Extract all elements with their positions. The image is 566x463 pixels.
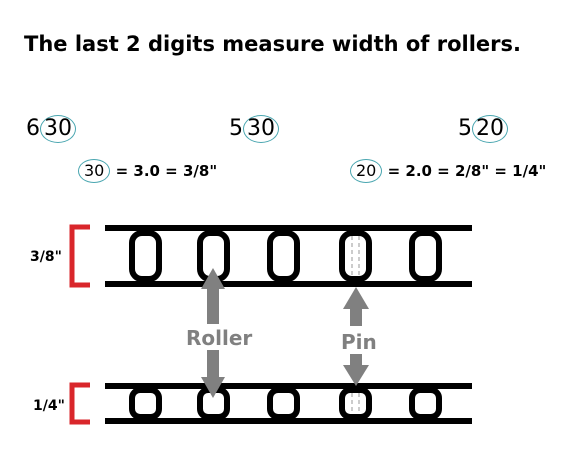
- width-label-top: 3/8": [30, 249, 62, 265]
- circled-digits: 30: [40, 115, 76, 143]
- code-prefix: 6: [26, 116, 40, 141]
- code-prefix: 5: [458, 116, 472, 141]
- pin-label: Pin: [339, 330, 379, 354]
- roller-label: Roller: [184, 326, 255, 350]
- circled-digits: 20: [472, 115, 508, 143]
- roller-link: [267, 387, 300, 420]
- roller-link: [409, 387, 442, 420]
- pin-link: [339, 387, 372, 420]
- width-equation-30: 30 = 3.0 = 3/8": [78, 159, 217, 183]
- narrow-chain: [105, 383, 472, 424]
- roller-link: [409, 230, 442, 282]
- code-prefix: 5: [229, 116, 243, 141]
- roller-arrow: [201, 268, 225, 398]
- wide-chain: [105, 225, 472, 287]
- width-label-bottom: 1/4": [33, 398, 65, 414]
- pin-link: [339, 230, 372, 282]
- pin-arrow: [343, 287, 369, 386]
- equation-text: = 2.0 = 2/8" = 1/4": [387, 162, 547, 180]
- circled-digits: 30: [243, 115, 279, 143]
- equation-text: = 3.0 = 3/8": [115, 162, 218, 180]
- width-bracket-top: [69, 224, 90, 288]
- page-title: The last 2 digits measure width of rolle…: [24, 32, 521, 56]
- width-equation-20: 20 = 2.0 = 2/8" = 1/4": [350, 159, 546, 183]
- width-bracket-bottom: [69, 382, 90, 425]
- roller-link: [267, 230, 300, 282]
- roller-link: [129, 387, 162, 420]
- circled-digits: 30: [78, 159, 111, 183]
- circled-digits: 20: [350, 159, 383, 183]
- roller-link: [129, 230, 162, 282]
